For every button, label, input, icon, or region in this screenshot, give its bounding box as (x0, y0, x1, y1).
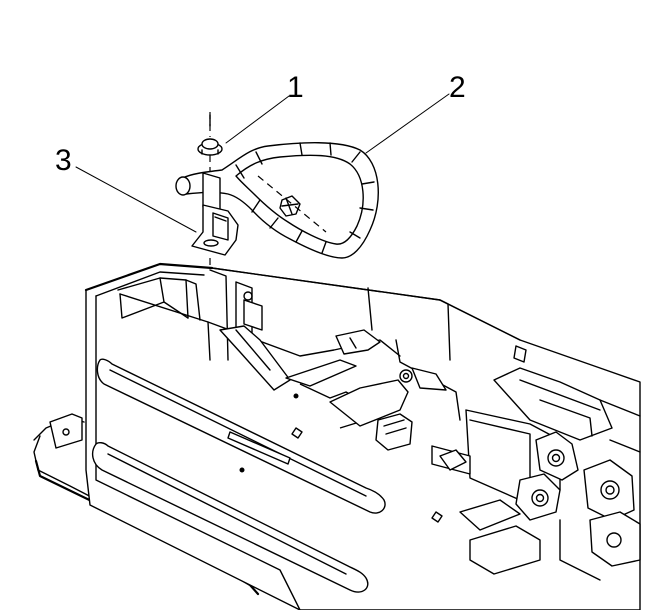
motor-block (329, 379, 409, 427)
callout-2: 2 (365, 71, 466, 154)
callout-1-leader (225, 95, 290, 144)
slot-lower (91, 441, 369, 593)
callout-3: 3 (55, 144, 197, 233)
hose-end (175, 176, 191, 196)
hose-inner-gap (235, 154, 364, 245)
mount-bolt (399, 369, 413, 383)
bracket-part (191, 172, 239, 256)
callout-2-label: 2 (449, 71, 466, 104)
bracket-hole (203, 239, 219, 247)
callout-1-label: 1 (287, 71, 304, 104)
callout-3-label: 3 (55, 144, 72, 177)
nut-top (201, 138, 219, 150)
vehicle-assembly (33, 262, 641, 610)
hose-part (175, 142, 379, 259)
callout-2-leader (365, 93, 450, 154)
hose-clip (257, 175, 327, 233)
callout-3-leader (75, 166, 197, 233)
callout-1: 1 (225, 71, 304, 144)
